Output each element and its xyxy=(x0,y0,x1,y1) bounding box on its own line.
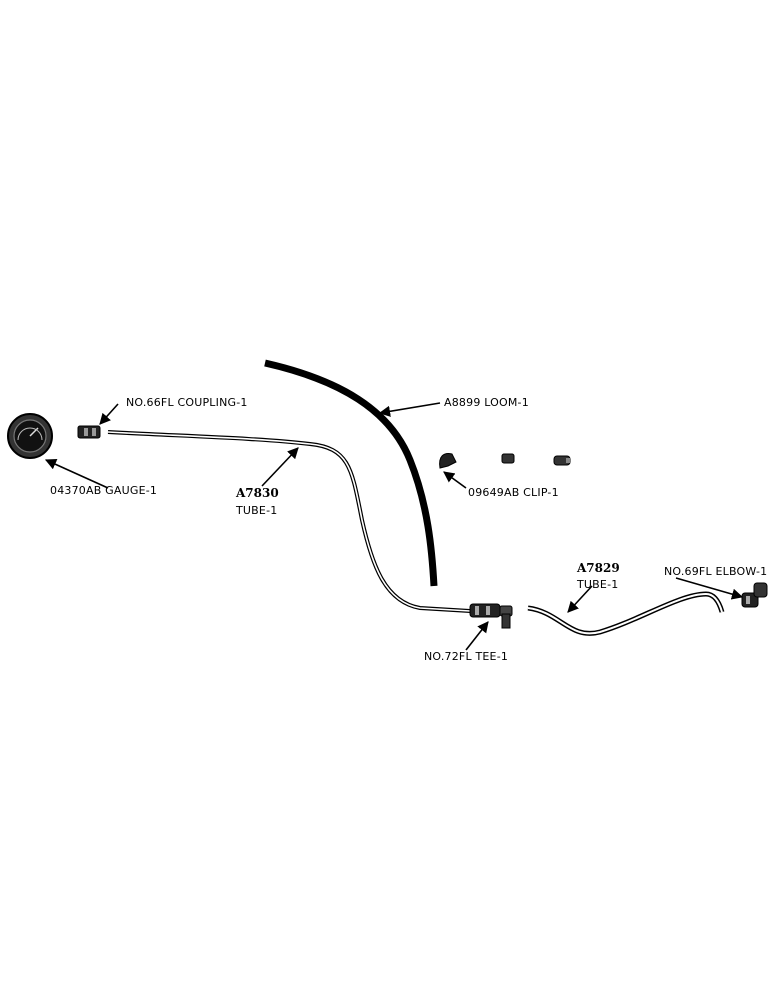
loom-a8899 xyxy=(264,359,438,587)
tube-a7830-label: TUBE-1 xyxy=(236,504,278,517)
clip-parts xyxy=(439,453,571,469)
gauge-part xyxy=(7,413,53,459)
coupling-label: NO.66FL COUPLING-1 xyxy=(126,396,248,409)
elbow-part xyxy=(741,582,768,608)
tee-part xyxy=(469,603,513,629)
gauge-label: 04370AB GAUGE-1 xyxy=(50,484,158,497)
tube-a7829 xyxy=(527,591,725,636)
leader-arrows xyxy=(44,402,744,651)
tee-label: NO.72FL TEE-1 xyxy=(424,650,509,663)
coupling-part xyxy=(77,425,101,439)
clip-label: 09649AB CLIP-1 xyxy=(468,486,559,499)
tube-a7830-number: A7830 xyxy=(236,486,279,500)
tube-a7829-label: TUBE-1 xyxy=(577,578,619,591)
tube-a7829-number: A7829 xyxy=(577,561,620,575)
loom-label: A8899 LOOM-1 xyxy=(444,396,529,409)
tube-a7830 xyxy=(107,430,471,613)
elbow-label: NO.69FL ELBOW-1 xyxy=(664,565,768,578)
